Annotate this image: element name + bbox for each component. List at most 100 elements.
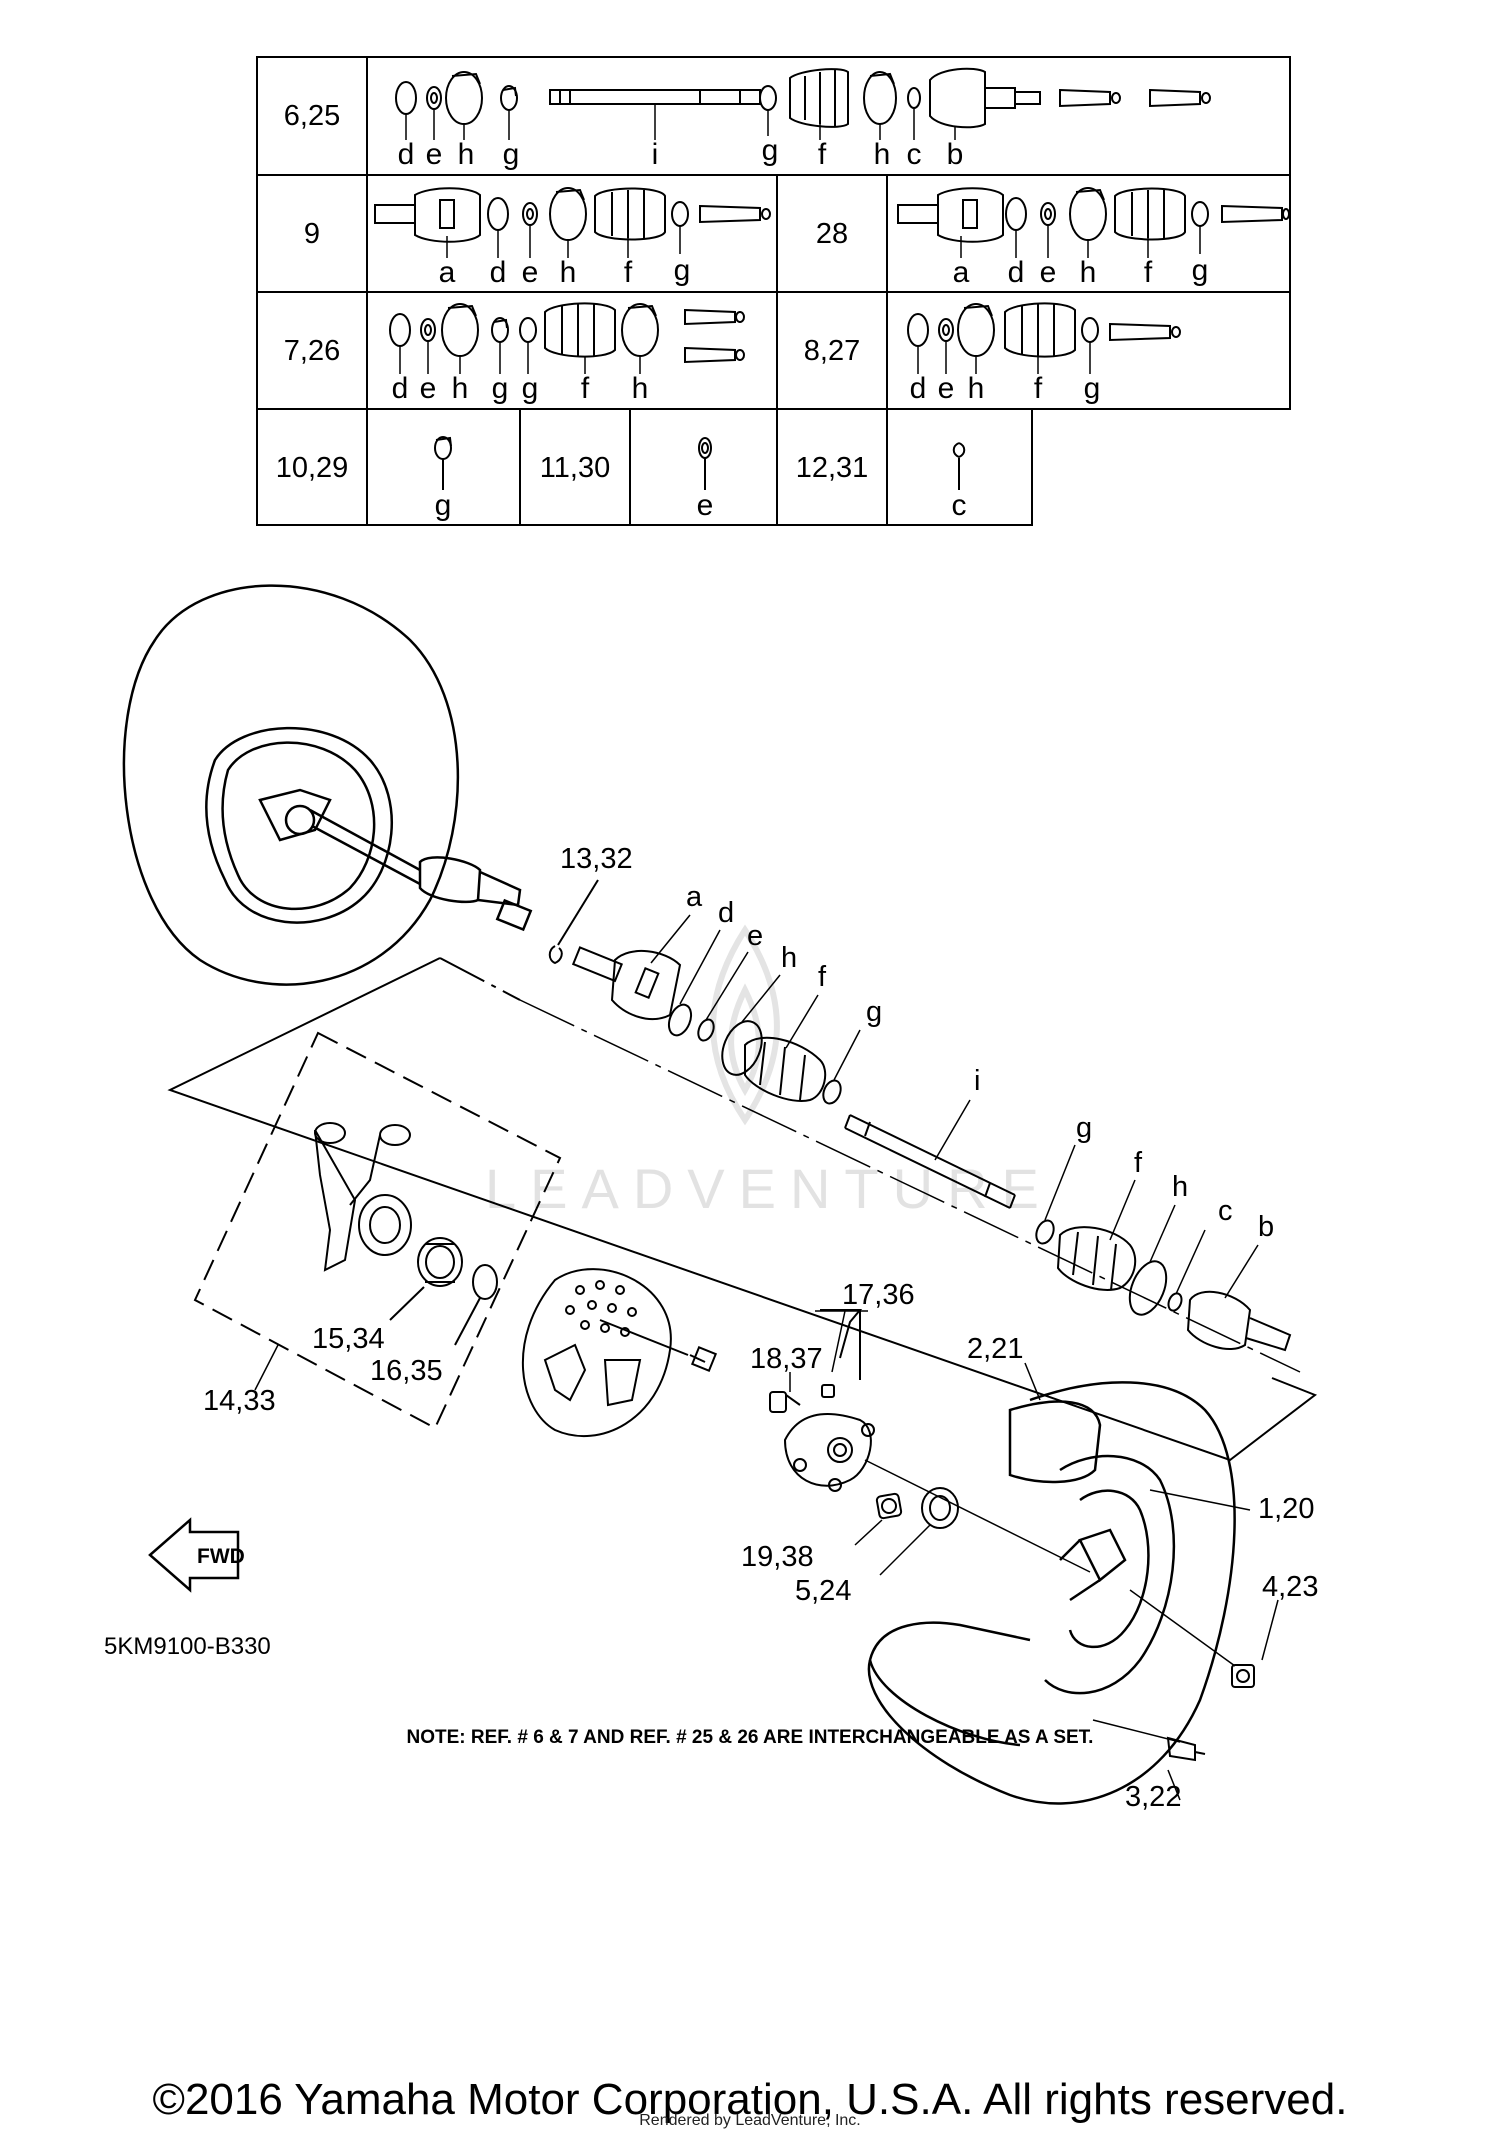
callout-h2: h xyxy=(1172,1171,1188,1203)
table-ref-10-29: 10,29 xyxy=(276,452,349,484)
row1-letter-e: e xyxy=(426,138,443,171)
left-wheel-drawing xyxy=(122,584,533,986)
callout-16-35: 16,35 xyxy=(370,1355,443,1387)
row2-leaders xyxy=(446,225,681,258)
row1-letter-g: g xyxy=(503,138,520,171)
row3-letter-h2: h xyxy=(632,372,649,405)
row1-letter-c: c xyxy=(907,138,922,171)
row2-letter-f: f xyxy=(624,256,633,289)
copyright-footer: ©2016 Yamaha Motor Corporation, U.S.A. A… xyxy=(152,2075,1348,2124)
assembly-outline xyxy=(167,957,1318,1462)
callout-a: a xyxy=(686,881,703,913)
row3-letter-e: e xyxy=(420,372,437,405)
row1-letter-h: h xyxy=(458,138,475,171)
row3-letter-g: g xyxy=(492,372,509,405)
callout-17-36: 17,36 xyxy=(842,1279,915,1311)
row3b-letter-g: g xyxy=(1084,372,1101,405)
row2-letter-g: g xyxy=(674,254,691,287)
row2b-letter-d: d xyxy=(1008,256,1025,289)
valve-nut-drawing xyxy=(1166,1664,1255,1762)
row1-leaders xyxy=(405,104,956,140)
clip-13-32-drawing xyxy=(548,879,599,965)
hub-leaders xyxy=(789,1310,1091,1576)
callout-e: e xyxy=(747,920,763,952)
row2b-letter-a: a xyxy=(953,256,970,289)
callout-13-32: 13,32 xyxy=(560,843,633,875)
row3-letter-h: h xyxy=(452,372,469,405)
rendered-by: Rendered by LeadVenture, Inc. xyxy=(639,2112,861,2129)
table-ref-12-31: 12,31 xyxy=(796,452,869,484)
callout-f2: f xyxy=(1134,1147,1143,1179)
row3b-letter-h: h xyxy=(968,372,985,405)
callout-c: c xyxy=(1218,1195,1233,1227)
row3b-letter-e: e xyxy=(938,372,955,405)
row2-part-drawings xyxy=(374,187,771,243)
callout-i: i xyxy=(974,1065,980,1097)
row3-letter-f: f xyxy=(581,372,590,405)
row1-letter-h2: h xyxy=(874,138,891,171)
row4-letter-e: e xyxy=(697,489,714,522)
callout-4-23: 4,23 xyxy=(1262,1571,1318,1603)
table-ref-9: 9 xyxy=(304,218,320,250)
row3b-part-drawings xyxy=(907,302,1181,358)
fwd-arrow-icon xyxy=(148,1517,240,1593)
callout-18-37: 18,37 xyxy=(750,1343,823,1375)
callout-h: h xyxy=(781,942,797,974)
fwd-label: FWD xyxy=(197,1545,245,1568)
hub-drawing xyxy=(769,1309,959,1529)
row1-letter-f: f xyxy=(818,138,827,171)
table-ref-8-27: 8,27 xyxy=(804,335,860,367)
row1-letter-g2: g xyxy=(762,134,779,167)
row1-letter-i: i xyxy=(652,138,659,171)
callout-b: b xyxy=(1258,1211,1274,1243)
callout-2-21: 2,21 xyxy=(967,1333,1023,1365)
row4-letter-g: g xyxy=(435,489,452,522)
right-wheel-leaders xyxy=(1024,1362,1279,1801)
callout-3-22: 3,22 xyxy=(1125,1781,1181,1813)
upper-axle-exploded xyxy=(571,946,1292,1352)
row2-letter-e: e xyxy=(522,256,539,289)
row2b-part-drawings xyxy=(897,187,1290,243)
table-ref-6-25: 6,25 xyxy=(284,100,340,132)
callout-5-24: 5,24 xyxy=(795,1575,851,1607)
row2b-letter-g: g xyxy=(1192,254,1209,287)
row3b-letter-d: d xyxy=(910,372,927,405)
callout-1-20: 1,20 xyxy=(1258,1493,1314,1525)
row2b-letter-h: h xyxy=(1080,256,1097,289)
upper-axle-leaders xyxy=(650,914,1259,1299)
row2-letter-d: d xyxy=(490,256,507,289)
callout-19-38: 19,38 xyxy=(741,1541,814,1573)
knuckle-drawing xyxy=(314,1122,498,1346)
knuckle-box xyxy=(193,1031,562,1430)
callout-g: g xyxy=(866,996,882,1028)
callout-14-33: 14,33 xyxy=(203,1385,276,1417)
callout-d: d xyxy=(718,897,734,929)
row1-letter-b: b xyxy=(947,138,964,171)
watermark-text: LEADVENTURE xyxy=(485,1157,1053,1220)
callout-14-33-leader xyxy=(254,1344,279,1391)
table-ref-11-30: 11,30 xyxy=(540,452,610,484)
row2b-letter-f: f xyxy=(1144,256,1153,289)
diagram-code: 5KM9100-B330 xyxy=(104,1633,271,1660)
table-ref-28: 28 xyxy=(816,218,848,250)
row4-letter-c: c xyxy=(952,489,967,522)
callout-f: f xyxy=(818,961,827,993)
row1-part-drawings xyxy=(395,67,1211,129)
row3-letter-g2: g xyxy=(522,372,539,405)
callout-15-34: 15,34 xyxy=(312,1323,385,1355)
row2b-leaders xyxy=(960,225,1201,258)
row2-letter-h: h xyxy=(560,256,577,289)
interchangeable-note: NOTE: REF. # 6 & 7 AND REF. # 25 & 26 AR… xyxy=(406,1727,1094,1748)
row2-letter-a: a xyxy=(439,256,456,289)
row3b-leaders xyxy=(917,341,1091,374)
callout-g2: g xyxy=(1076,1112,1092,1144)
right-wheel-drawing xyxy=(867,1381,1236,1805)
row3-letter-d: d xyxy=(392,372,409,405)
row3-leaders xyxy=(399,341,641,374)
brake-disc-drawing xyxy=(521,1268,718,1438)
row3b-letter-f: f xyxy=(1034,372,1043,405)
table-ref-7-26: 7,26 xyxy=(284,335,340,367)
row1-letter-d: d xyxy=(398,138,415,171)
row4-part-drawings xyxy=(434,436,966,490)
